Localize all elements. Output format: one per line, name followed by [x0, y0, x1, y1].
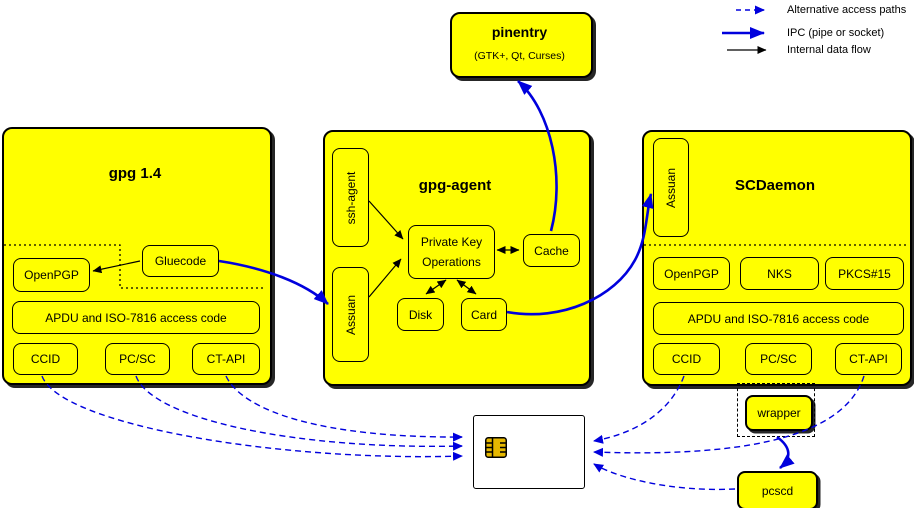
- gpg14-openpgp-node: OpenPGP: [13, 258, 90, 292]
- pinentry-box: [450, 12, 593, 78]
- agent-pko-line1: Private Key: [420, 235, 483, 249]
- scd-pkcs15-label: PKCS#15: [838, 266, 891, 281]
- gpg14-openpgp-label: OpenPGP: [24, 268, 79, 282]
- agent-card-node: Card: [461, 298, 507, 331]
- pcscd-node: pcscd: [737, 471, 818, 508]
- gpg14-ctapi-node: CT-API: [192, 343, 260, 375]
- alt-scd-ctapi-to-card: [593, 375, 865, 457]
- gpg14-apdu-node: APDU and ISO-7816 access code: [12, 301, 260, 334]
- gpg-agent-title: gpg-agent: [418, 177, 492, 194]
- agent-cache-label: Cache: [534, 243, 569, 258]
- gpg14-pcsc-label: PC/SC: [119, 352, 156, 366]
- scd-nks-node: NKS: [740, 257, 819, 290]
- wrapper-node: wrapper: [745, 395, 813, 431]
- alt-gpg14-ccid-to-card: [41, 375, 463, 461]
- scd-assuan-node: Assuan: [653, 138, 689, 237]
- alt-pcscd-to-card: [593, 463, 736, 491]
- scdaemon-title: SCDaemon: [734, 177, 816, 194]
- gpg14-gluecode-label: Gluecode: [154, 254, 207, 268]
- agent-disk-label: Disk: [408, 307, 433, 322]
- gpg14-title: gpg 1.4: [108, 165, 162, 182]
- scd-assuan-label: Assuan: [664, 167, 678, 208]
- pcscd-label: pcscd: [761, 483, 794, 498]
- alt-gpg14-pcsc-to-card: [135, 375, 463, 451]
- gpg14-pcsc-node: PC/SC: [105, 343, 170, 375]
- scd-openpgp-label: OpenPGP: [664, 266, 719, 281]
- scd-ctapi-node: CT-API: [835, 343, 902, 375]
- agent-card-label: Card: [470, 307, 497, 322]
- scd-apdu-label: APDU and ISO-7816 access code: [687, 311, 870, 326]
- scd-ccid-node: CCID: [653, 343, 720, 375]
- scd-pcsc-label: PC/SC: [760, 352, 797, 366]
- pinentry-subtitle: (GTK+, Qt, Curses): [474, 50, 565, 62]
- agent-cache-node: Cache: [523, 234, 580, 267]
- legend-alt-label: Alternative access paths: [787, 4, 907, 16]
- scd-apdu-node: APDU and ISO-7816 access code: [653, 302, 904, 335]
- wrapper-label: wrapper: [757, 406, 801, 420]
- agent-ssh-agent-label: ssh-agent: [343, 171, 358, 224]
- gpg14-ccid-label: CCID: [30, 352, 61, 366]
- legend-internal-label: Internal data flow: [787, 44, 871, 56]
- agent-assuan-node: Assuan: [332, 267, 369, 362]
- gpg14-ccid-node: CCID: [13, 343, 78, 375]
- agent-private-key-operations-node: Private Key Operations: [408, 225, 495, 279]
- ipc-wrapper-to-pcscd: [776, 435, 795, 469]
- legend-ipc-label: IPC (pipe or socket): [787, 27, 885, 39]
- scd-ctapi-label: CT-API: [849, 352, 888, 366]
- gpg14-apdu-label: APDU and ISO-7816 access code: [45, 310, 227, 325]
- scd-pkcs15-node: PKCS#15: [825, 257, 904, 290]
- gpg14-ctapi-label: CT-API: [206, 352, 246, 366]
- gpg14-gluecode-node: Gluecode: [142, 245, 219, 277]
- agent-ssh-agent-node: ssh-agent: [332, 148, 369, 247]
- scd-openpgp-node: OpenPGP: [653, 257, 730, 290]
- scd-pcsc-node: PC/SC: [745, 343, 812, 375]
- pinentry-title: pinentry: [491, 24, 548, 40]
- agent-pko-line2: Operations: [422, 255, 481, 269]
- scd-ccid-label: CCID: [671, 352, 702, 366]
- agent-disk-node: Disk: [397, 298, 444, 331]
- smartcard-chip-icon: [485, 437, 507, 458]
- scd-nks-label: NKS: [767, 266, 792, 281]
- agent-assuan-label: Assuan: [343, 294, 358, 335]
